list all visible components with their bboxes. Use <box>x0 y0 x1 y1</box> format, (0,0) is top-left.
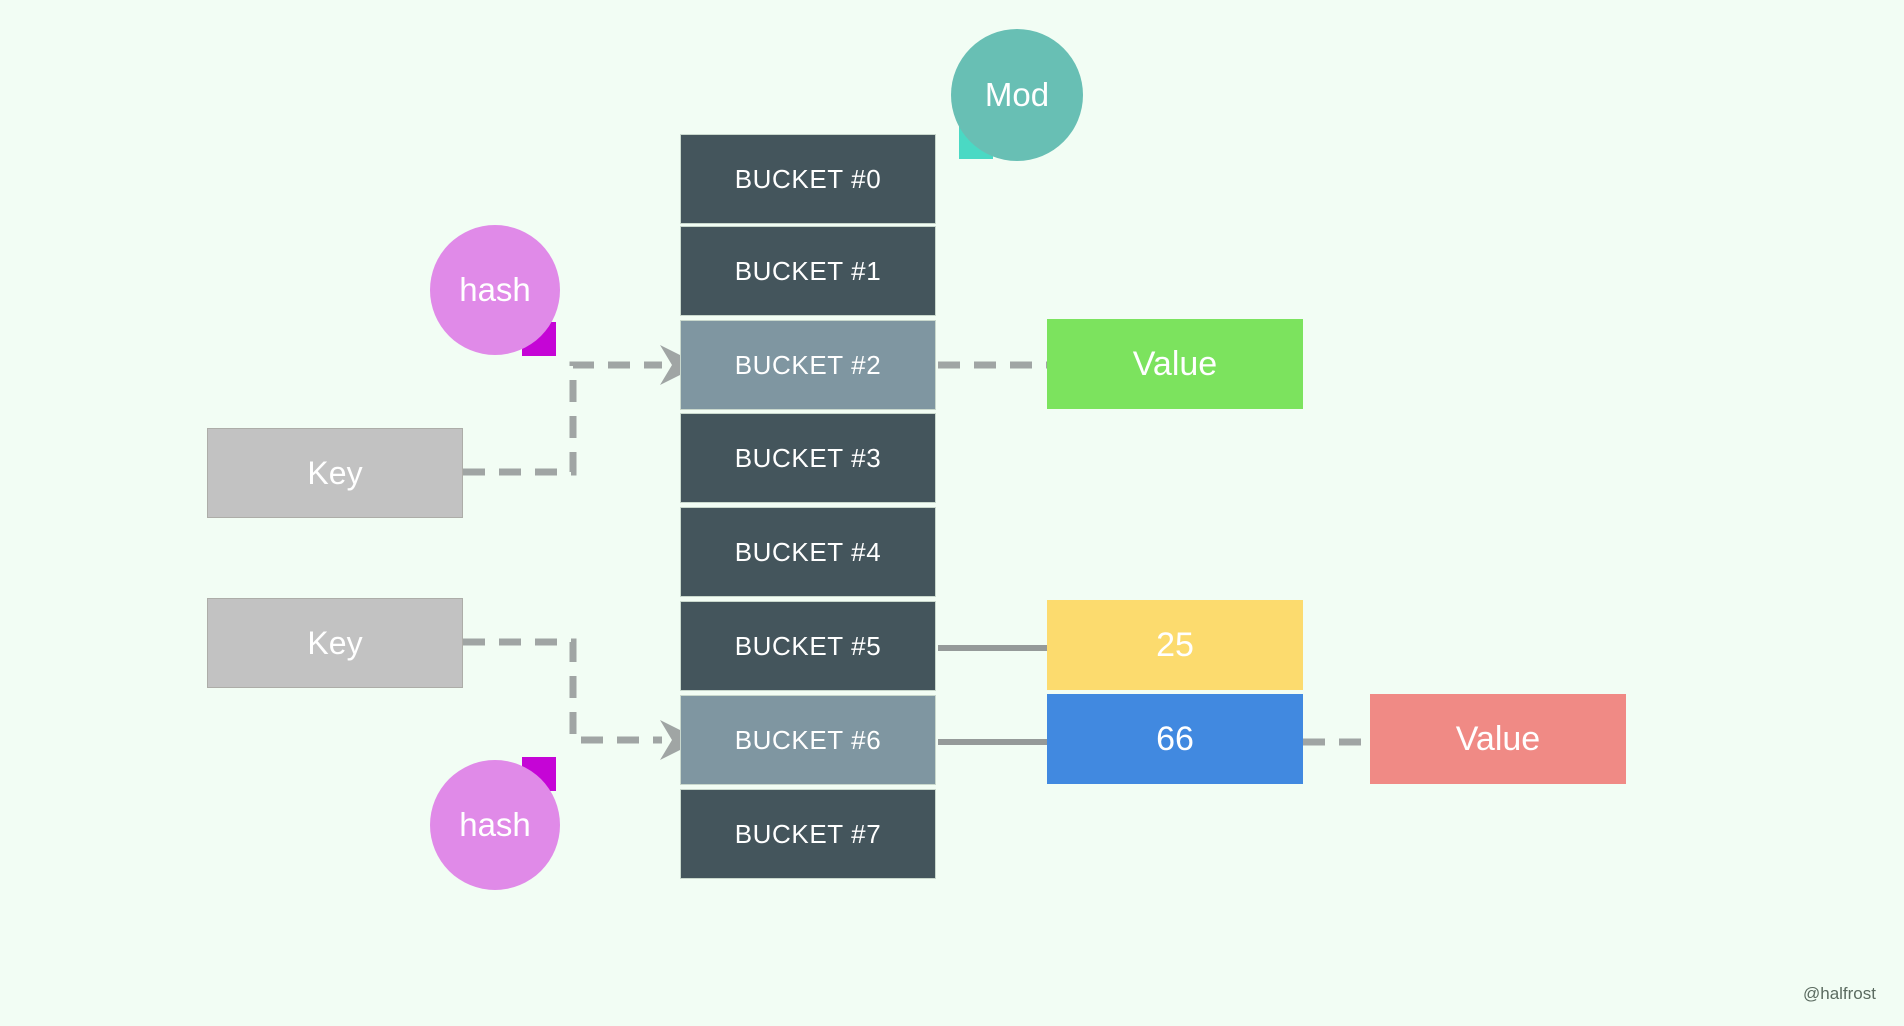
slot-box-25[interactable]: 25 <box>1047 600 1303 690</box>
slot-box-66[interactable]: 66 <box>1047 694 1303 784</box>
bucket-0[interactable]: BUCKET #0 <box>680 134 936 224</box>
bucket-5[interactable]: BUCKET #5 <box>680 601 936 691</box>
bucket-label: BUCKET #1 <box>734 255 882 286</box>
value-box-red[interactable]: Value <box>1370 694 1626 784</box>
hash-bubble-top[interactable]: hash <box>430 225 560 355</box>
key-label: Key <box>307 624 363 661</box>
value-box-green[interactable]: Value <box>1047 319 1303 409</box>
bucket-label: BUCKET #0 <box>734 163 882 194</box>
bucket-label: BUCKET #2 <box>734 349 882 380</box>
key-box-2[interactable]: Key <box>207 598 463 688</box>
bucket-label: BUCKET #7 <box>734 818 882 849</box>
hash-label: hash <box>459 271 531 308</box>
bucket-3[interactable]: BUCKET #3 <box>680 413 936 503</box>
bucket-label: BUCKET #4 <box>734 536 882 567</box>
value-label: Value <box>1132 344 1218 383</box>
mod-label: Mod <box>984 76 1050 113</box>
bucket-label: BUCKET #6 <box>734 724 882 755</box>
watermark: @halfrost <box>1802 984 1876 1003</box>
connector-key1-to-bucket2 <box>463 361 662 476</box>
connector-key2-to-bucket6 <box>463 638 662 744</box>
slot-label: 66 <box>1156 719 1194 758</box>
bucket-4[interactable]: BUCKET #4 <box>680 507 936 597</box>
hash-bubble-bottom[interactable]: hash <box>430 760 560 890</box>
bucket-label: BUCKET #5 <box>734 630 882 661</box>
bucket-7[interactable]: BUCKET #7 <box>680 789 936 879</box>
bucket-1[interactable]: BUCKET #1 <box>680 226 936 316</box>
value-label: Value <box>1455 719 1541 758</box>
mod-bubble[interactable]: Mod <box>951 29 1083 161</box>
slot-label: 25 <box>1156 625 1194 664</box>
bucket-label: BUCKET #3 <box>734 442 882 473</box>
key-label: Key <box>307 454 363 491</box>
bucket-2[interactable]: BUCKET #2 <box>680 320 936 410</box>
bucket-6[interactable]: BUCKET #6 <box>680 695 936 785</box>
hash-label: hash <box>459 806 531 843</box>
key-box-1[interactable]: Key <box>207 428 463 518</box>
